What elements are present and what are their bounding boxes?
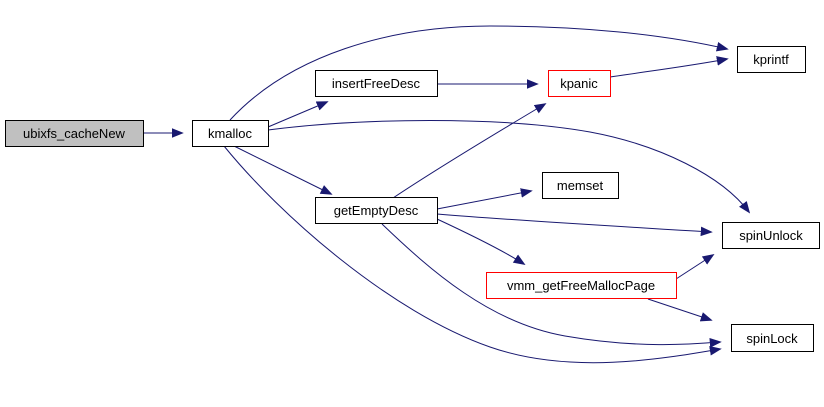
edge-kmalloc-to-getEmptyDesc [233, 145, 333, 195]
node-kmalloc-label: kmalloc [208, 126, 253, 141]
node-layer: ubixfs_cacheNew kmalloc insertFreeDesc k… [5, 46, 820, 352]
edge-getEmptyDesc-to-memset [436, 188, 533, 210]
node-getEmptyDesc[interactable]: getEmptyDesc [315, 197, 438, 224]
edge-kmalloc-to-spinUnlock [267, 120, 751, 214]
edge-vmm_getFreeMallocPage-to-spinLock [647, 298, 713, 322]
edge-kmalloc-to-spinLock [223, 145, 722, 364]
node-kprintf[interactable]: kprintf [737, 46, 806, 73]
edge-layer [144, 25, 751, 364]
node-memset[interactable]: memset [542, 172, 619, 199]
edge-getEmptyDesc-to-spinLock [381, 223, 722, 348]
edge-kmalloc-to-kprintf [229, 25, 729, 121]
node-kpanic[interactable]: kpanic [548, 70, 611, 97]
node-vmm_getFreeMallocPage-label: vmm_getFreeMallocPage [507, 278, 655, 293]
node-insertFreeDesc-label: insertFreeDesc [332, 76, 421, 91]
node-spinUnlock[interactable]: spinUnlock [722, 222, 820, 249]
node-kprintf-label: kprintf [753, 52, 789, 67]
edge-kmalloc-to-insertFreeDesc [267, 101, 329, 128]
node-kmalloc[interactable]: kmalloc [192, 120, 269, 147]
edge-vmm_getFreeMallocPage-to-spinUnlock [675, 254, 715, 280]
node-insertFreeDesc[interactable]: insertFreeDesc [315, 70, 438, 97]
edge-kpanic-to-kprintf [609, 56, 729, 78]
node-spinUnlock-label: spinUnlock [739, 228, 803, 243]
node-ubixfs_cacheNew[interactable]: ubixfs_cacheNew [5, 120, 144, 147]
node-ubixfs_cacheNew-label: ubixfs_cacheNew [23, 126, 125, 141]
node-memset-label: memset [557, 178, 604, 193]
node-vmm_getFreeMallocPage[interactable]: vmm_getFreeMallocPage [486, 272, 677, 299]
node-spinLock-label: spinLock [746, 331, 798, 346]
node-kpanic-label: kpanic [560, 76, 598, 91]
edge-getEmptyDesc-to-spinUnlock [436, 213, 713, 237]
edge-getEmptyDesc-to-vmm_getFreeMallocPage [436, 218, 526, 265]
edge-getEmptyDesc-to-kpanic [392, 103, 547, 199]
node-spinLock[interactable]: spinLock [731, 324, 814, 352]
node-getEmptyDesc-label: getEmptyDesc [334, 203, 419, 218]
